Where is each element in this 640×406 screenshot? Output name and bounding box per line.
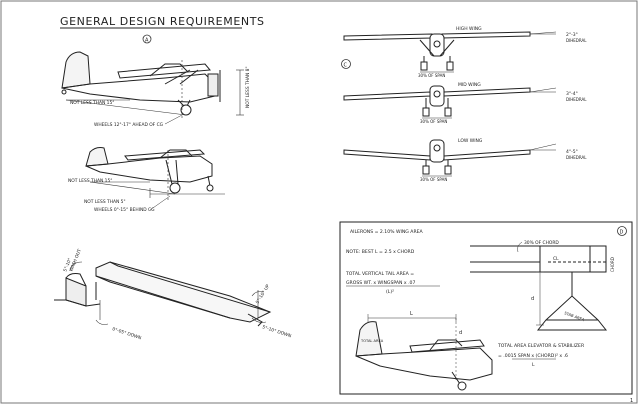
fig-a-note-angle: NOT LESS THAN 15°	[70, 100, 114, 106]
fig-d-label-l: L	[410, 311, 413, 317]
fig-d-tail-planform	[536, 272, 608, 331]
mid-wing-gear-label: 30% OF SPAN	[420, 119, 447, 124]
isometric-annotation-lines	[69, 261, 267, 325]
fig-a-wheels-leader	[164, 113, 185, 125]
fig-b-dimension-lines	[89, 150, 225, 200]
fig-d-wing-planform	[470, 245, 607, 273]
fig-a-dimension-lines	[65, 60, 244, 120]
low-wing-front-view	[343, 139, 531, 175]
mid-wing-dihedral-word: DIHEDRAL	[566, 97, 587, 102]
page-mark: 1	[630, 398, 633, 404]
fig-d-label-d-right: d	[531, 296, 534, 302]
fig-a-side-view-airplane	[61, 51, 221, 116]
iso-angle-right: 5°-10° UP	[255, 283, 272, 305]
fig-b-side-view-airplane	[85, 147, 214, 194]
iso-down-right: 5°-10° DOWN	[261, 324, 292, 339]
high-wing-label: HIGH WING	[456, 26, 482, 32]
svg-text:C: C	[344, 63, 348, 69]
svg-text:A: A	[145, 38, 149, 44]
low-wing-dihedral-line	[529, 143, 557, 151]
fig-a-note-vertical: NOT LESS THAN 8"	[245, 67, 251, 109]
isometric-wing-drawing	[54, 261, 272, 327]
mid-wing-label: MID WING	[458, 82, 481, 88]
fig-b-wheels-leader	[149, 195, 171, 211]
fig-d-label-cl: CL	[553, 256, 559, 262]
mid-wing-dihedral-line	[529, 87, 557, 93]
fig-b-note-wheels: WHEELS 0°-15° BEHIND CG	[94, 207, 155, 213]
high-wing-dihedral-word: DIHEDRAL	[566, 38, 587, 43]
high-wing-dihedral-value: 2°-3°	[566, 32, 578, 38]
iso-angle-left: 5°-10°	[62, 257, 73, 273]
high-wing-gear-label: 30% OF SPAN	[418, 73, 445, 78]
high-wing-dihedral-line	[529, 31, 557, 35]
fig-b-note-height: NOT LESS THAN 5"	[84, 199, 126, 205]
fig-d-chord-note: 30% OF CHORD	[524, 240, 559, 246]
low-wing-dihedral-word: DIHEDRAL	[566, 155, 587, 160]
low-wing-gear-label: 30% OF SPAN	[420, 177, 447, 182]
low-wing-dihedral-value: 4°-5°	[566, 149, 578, 155]
fig-b-note-angle-line1: NOT LESS THAN 15°	[68, 178, 112, 184]
high-wing-front-view	[343, 31, 531, 71]
fig-d-tail-area-1: TOTAL VERTICAL TAIL AREA =	[345, 271, 414, 277]
fig-d-elev-1: TOTAL AREA ELEVATOR & STABILIZER	[497, 343, 585, 349]
fig-d-box	[339, 221, 633, 395]
fig-a-circle-marker: A	[142, 34, 152, 44]
fig-c-circle-marker: C	[341, 59, 351, 69]
mid-wing-dihedral-value: 3°-4°	[566, 91, 578, 97]
sheet-title: GENERAL DESIGN REQUIREMENTS	[60, 15, 265, 28]
fig-d-circle-marker: D	[617, 226, 627, 236]
low-wing-label: LOW WING	[458, 138, 483, 144]
fig-d-chord-leader	[517, 241, 523, 253]
fig-d-tail-area-den: (L)²	[386, 289, 394, 295]
fig-d-tail-area-2: GROSS WT. x WINGSPAN x .07	[346, 280, 415, 286]
mid-wing-front-view	[343, 85, 531, 117]
fig-d-label-d-left: d	[459, 330, 462, 336]
fig-d-l-dimension	[367, 314, 457, 380]
fig-d-label-chord: CHORD	[610, 257, 615, 272]
fig-a-note-wheels: WHEELS 12°-17° AHEAD OF CG	[94, 122, 164, 128]
iso-down-left: 0°-05° DOWN	[111, 326, 142, 341]
svg-text:D: D	[620, 230, 624, 236]
fig-d-note: NOTE: BEST L = 2.5 x CHORD	[346, 249, 415, 255]
fig-d-d-dimension	[536, 271, 544, 326]
fig-d-side-view-airplane	[355, 321, 493, 391]
fig-d-elev-2: = .0015 SPAN x (CHORD)² x .6	[498, 353, 568, 359]
fig-d-elev-den: L	[532, 362, 535, 368]
fig-d-total-area: TOTAL AREA	[360, 339, 384, 343]
fig-d-ailerons: AILERONS = 2.10% WING AREA	[350, 229, 424, 235]
